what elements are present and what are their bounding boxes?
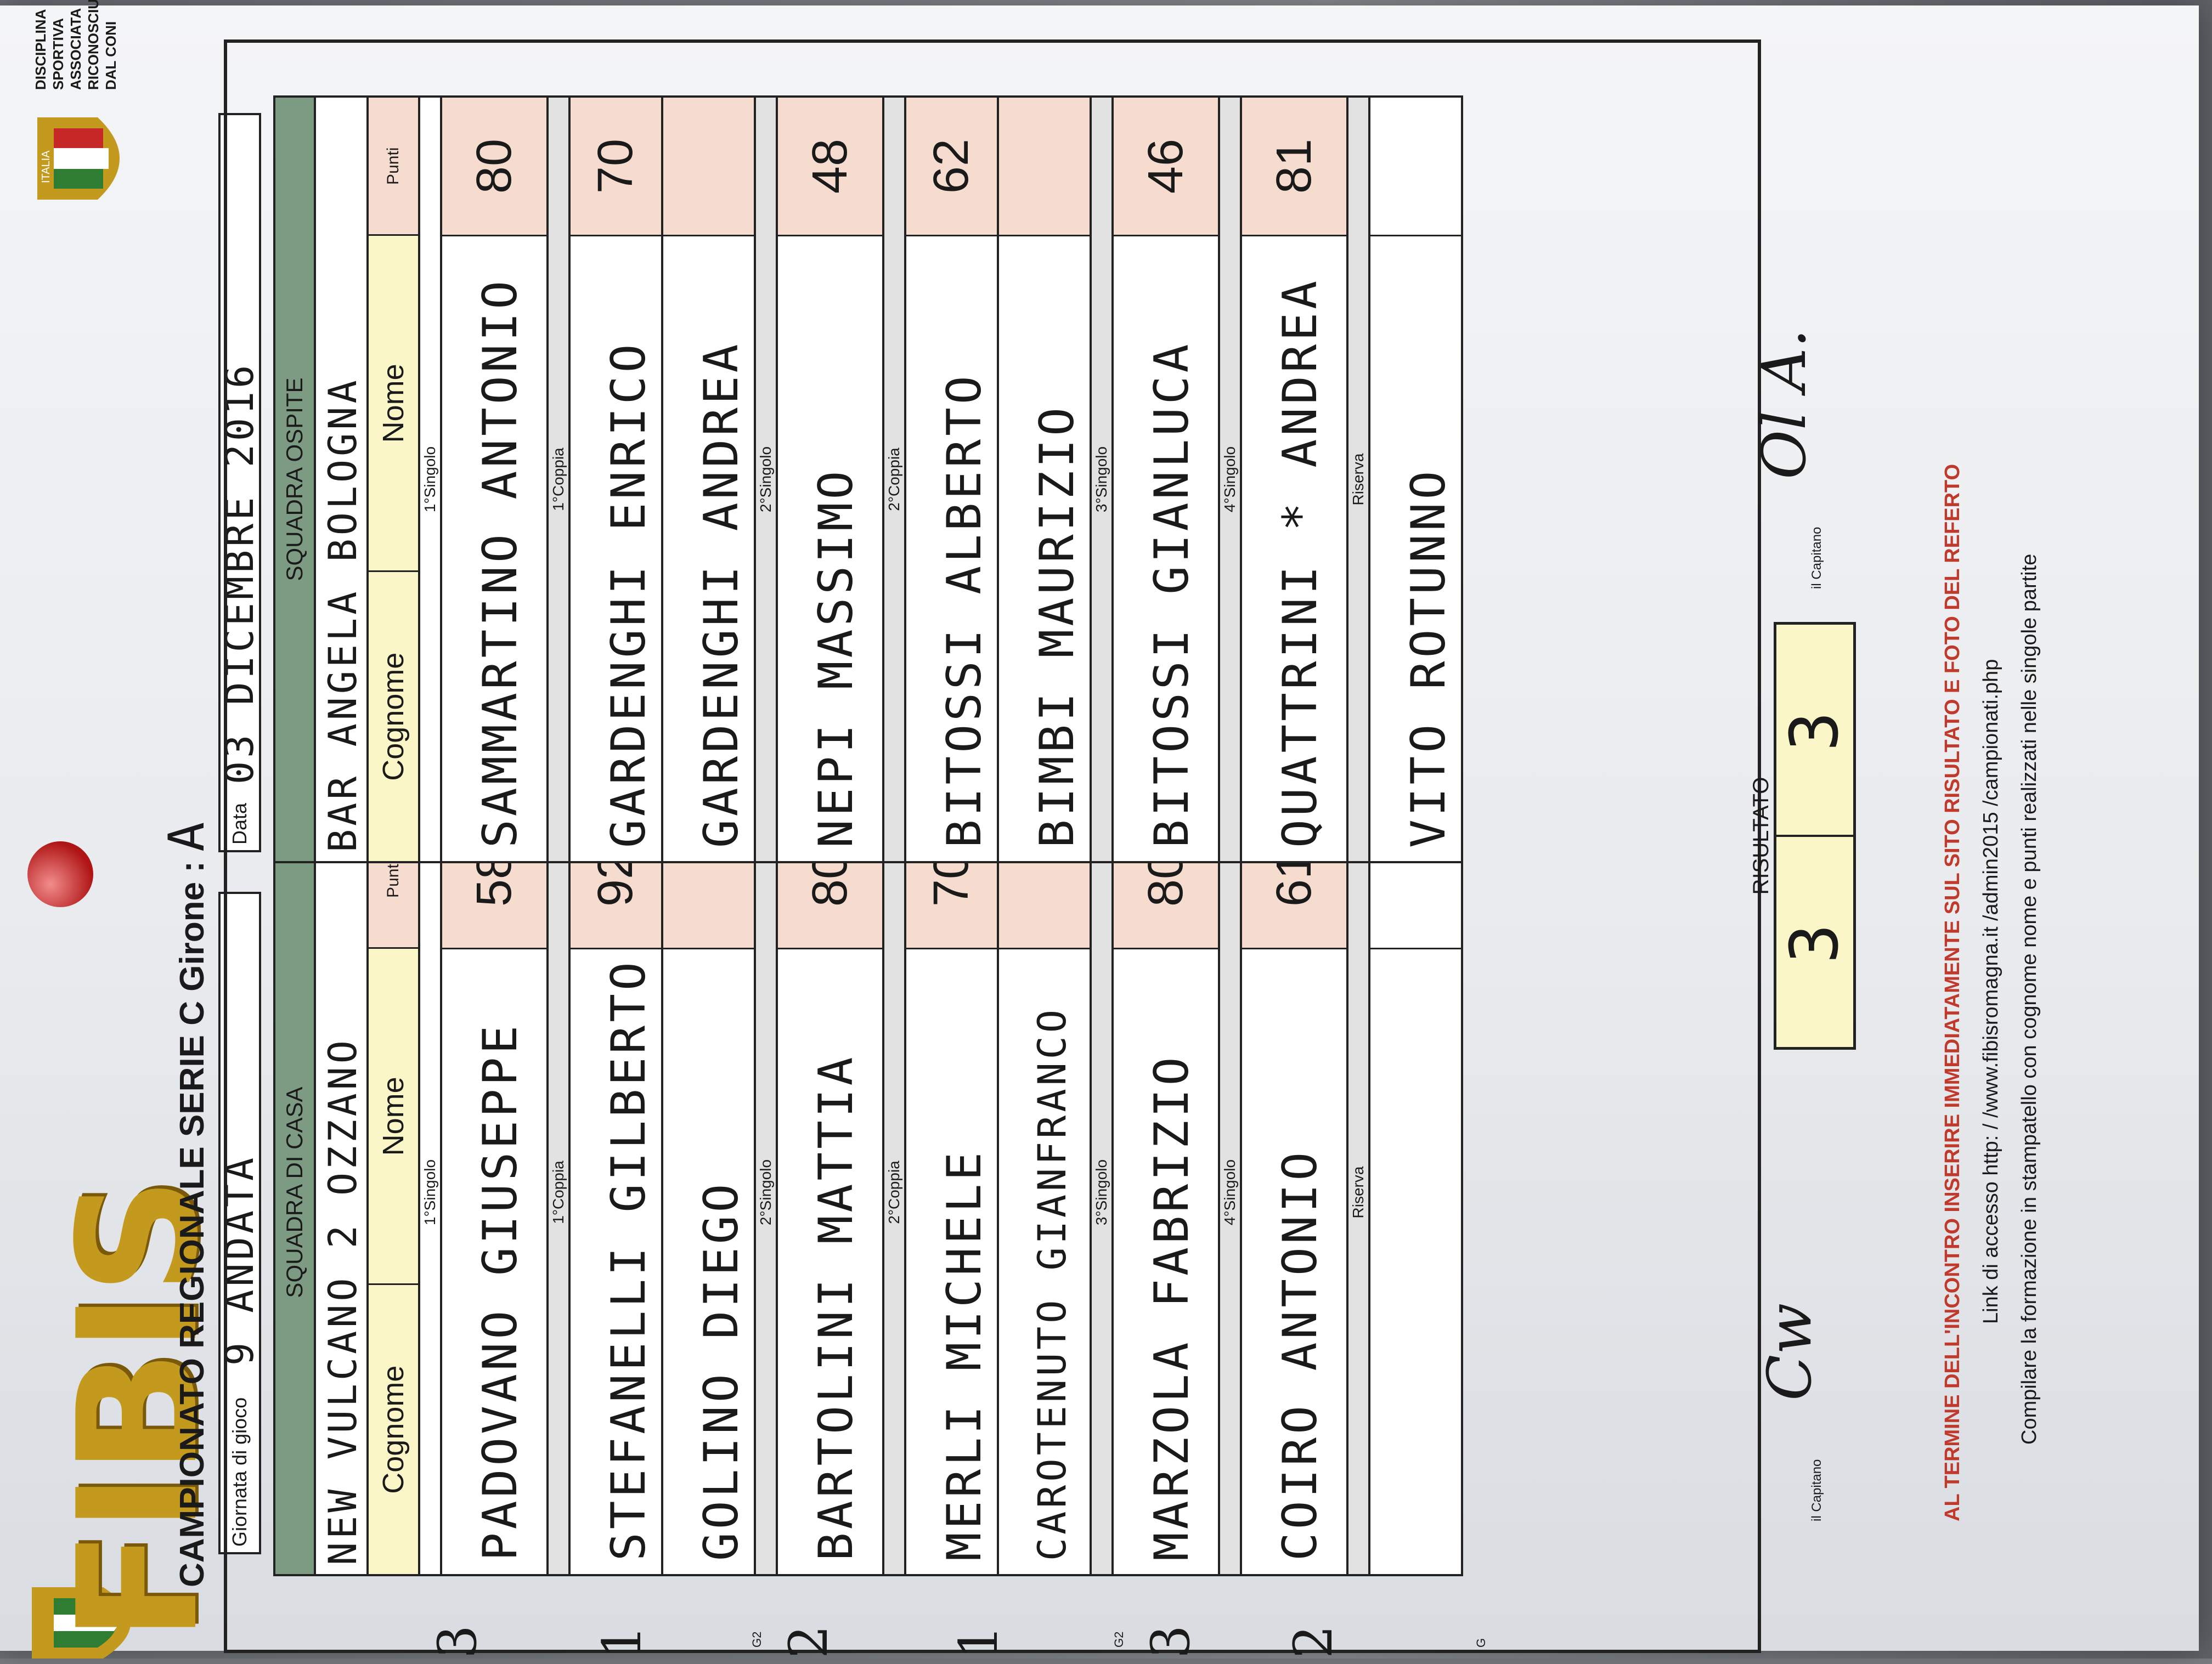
section-label: Riserva xyxy=(1348,95,1370,863)
section-label: Riserva xyxy=(1348,808,1370,1576)
footer-notice: AL TERMINE DELL'INCONTRO INSERIRE IMMEDI… xyxy=(1941,463,1964,1521)
coni-shield-icon xyxy=(32,1587,131,1659)
svg-text:ITALIA: ITALIA xyxy=(40,150,52,183)
away-captain-label: il Capitano xyxy=(1809,527,1824,589)
footer-instructions: Compilare la formazione in stampatello c… xyxy=(2018,553,2041,1445)
home-captain-label: il Capitano xyxy=(1809,1459,1824,1521)
away-captain-signature: Ol A. xyxy=(1749,329,1819,479)
margin-mark: 3 xyxy=(427,1625,488,1659)
italia-shield-icon: ITALIA xyxy=(37,117,120,200)
away-column-headers: Cognome Nome Punti xyxy=(369,95,420,863)
page-title: CAMPIONATO REGIONALE SERIE C Girone : A xyxy=(158,818,216,1587)
billiard-ball-icon xyxy=(27,841,93,907)
table-row: BIMBI MAURIZIO xyxy=(999,95,1092,863)
section-label: 3°Singolo xyxy=(1092,95,1114,863)
table-row: CAROTENUTO GIANFRANCO xyxy=(999,808,1092,1576)
away-team-name: BAR ANGELA BOLOGNA xyxy=(316,95,369,863)
margin-mark: 1 xyxy=(591,1625,653,1659)
margin-mark: 2 xyxy=(1283,1625,1344,1659)
away-score: 3 xyxy=(1776,625,1853,837)
footer-link: Link di accesso http: / /www.fibisromagn… xyxy=(1979,659,2002,1324)
section-label: 2°Singolo xyxy=(756,95,778,863)
section-label: 2°Coppia xyxy=(884,808,906,1576)
table-row: GOLINO DIEGO xyxy=(663,808,756,1576)
section-label: 1°Singolo xyxy=(420,808,442,1576)
margin-mark: 1 xyxy=(948,1625,1009,1659)
margin-mark: G xyxy=(1474,1638,1488,1648)
margin-mark: 2 xyxy=(778,1625,839,1659)
section-label: 2°Singolo xyxy=(756,808,778,1576)
section-label: 1°Singolo xyxy=(420,95,442,863)
home-team-header: SQUADRA DI CASA xyxy=(273,808,316,1576)
coni-caption: DISCIPLINA SPORTIVA ASSOCIATA RICONOSCIU… xyxy=(32,0,119,90)
home-captain-signature: Cw xyxy=(1754,1303,1825,1401)
table-row: GARDENGHI ANDREA xyxy=(663,95,756,863)
table-row: VITO ROTUNNO xyxy=(1370,95,1463,863)
result-box: RISULTATO 3 3 xyxy=(1749,622,1856,1050)
margin-mark: G2 xyxy=(1112,1631,1126,1648)
away-team-column: SQUADRA OSPITE BAR ANGELA BOLOGNA Cognom… xyxy=(273,95,1463,863)
section-label: 4°Singolo xyxy=(1220,95,1242,863)
home-score: 3 xyxy=(1776,920,1853,964)
section-label: 4°Singolo xyxy=(1220,808,1242,1576)
margin-mark: G2 xyxy=(750,1631,764,1648)
section-label: 1°Coppia xyxy=(549,95,571,863)
away-team-header: SQUADRA OSPITE xyxy=(273,95,316,863)
table-row xyxy=(1370,808,1463,1576)
margin-mark: 3 xyxy=(1140,1625,1201,1659)
section-label: 3°Singolo xyxy=(1092,808,1114,1576)
home-team-name: NEW VULCANO 2 OZZANO xyxy=(316,808,369,1576)
home-team-column: SQUADRA DI CASA NEW VULCANO 2 OZZANO Cog… xyxy=(273,808,1463,1576)
section-label: 2°Coppia xyxy=(884,95,906,863)
section-label: 1°Coppia xyxy=(549,808,571,1576)
home-column-headers: Cognome Nome Punti xyxy=(369,808,420,1576)
